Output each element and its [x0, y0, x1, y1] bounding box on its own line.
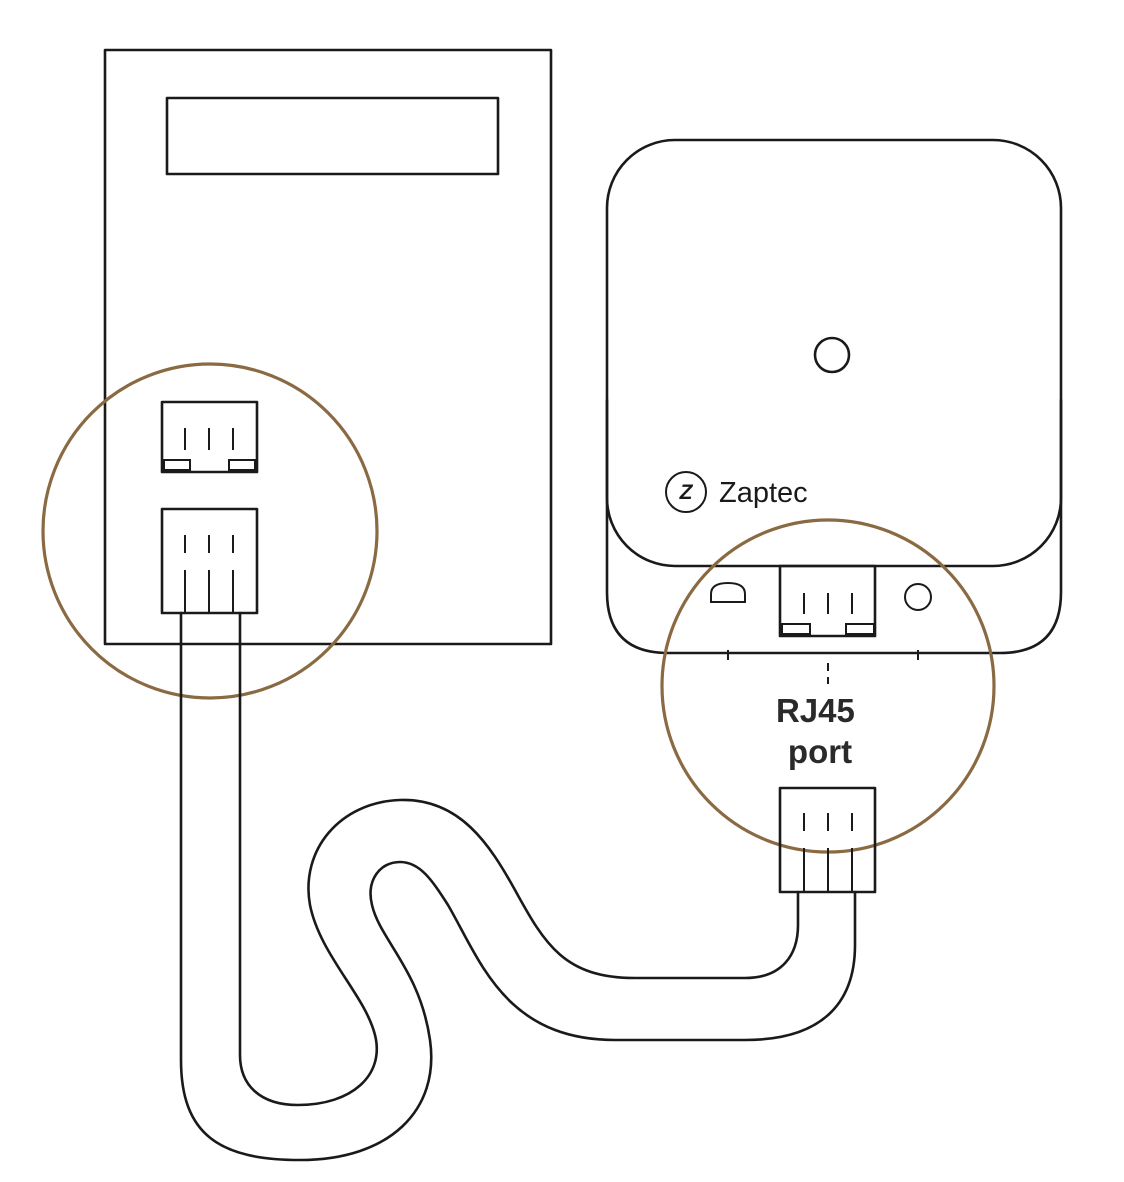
brand-name: Zaptec [719, 477, 808, 509]
zaptec-logo-letter: Z [679, 481, 694, 504]
port-label-line1: RJ45 [776, 692, 855, 729]
ethernet-cable [179, 611, 857, 1162]
side-button-icon [710, 581, 746, 603]
meter-unit [41, 48, 553, 700]
cable-rj45-plug [778, 786, 877, 894]
meter-port-highlight [41, 362, 379, 700]
device-rj45-port [778, 564, 877, 638]
zaptec-logo: Z Zaptec [665, 471, 808, 513]
zaptec-device: Z Zaptec [605, 138, 1063, 854]
device-lower-case [605, 398, 1063, 655]
port-label: RJ45 port [776, 692, 864, 770]
port-label-line2: port [788, 733, 852, 770]
status-light [813, 336, 851, 374]
meter-display [165, 96, 500, 176]
zaptec-logo-icon [665, 471, 707, 513]
device-port-highlight [660, 518, 996, 854]
screw-hole-icon [904, 583, 932, 611]
meter-rj45-socket [160, 400, 259, 474]
meter-rj45-plug [160, 507, 259, 615]
device-cover [605, 138, 1063, 568]
meter-body [103, 48, 553, 646]
